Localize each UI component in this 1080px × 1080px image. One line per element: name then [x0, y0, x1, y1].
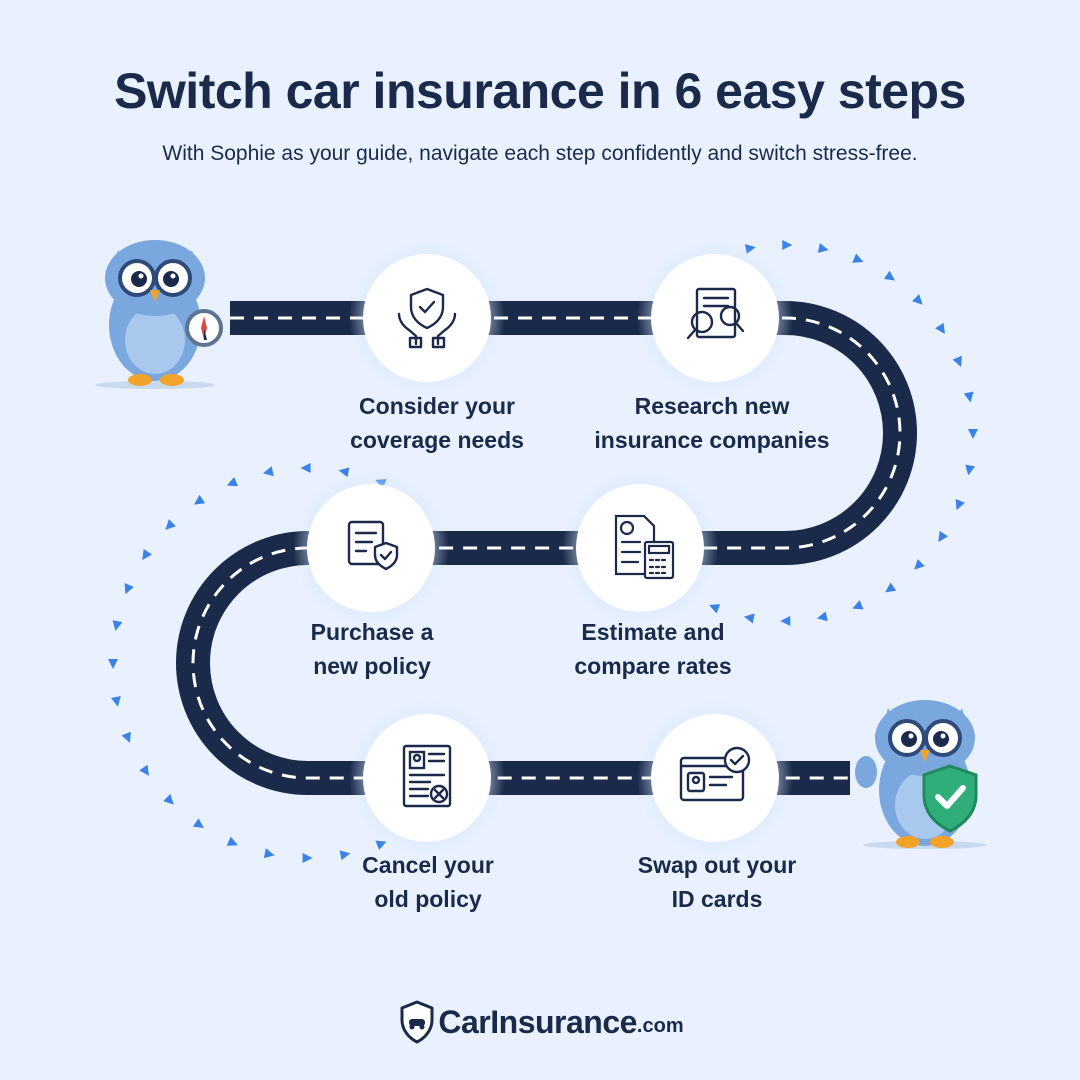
- direction-arrow: [914, 559, 925, 570]
- direction-arrow: [121, 731, 131, 743]
- step-label-1: Consider your coverage needs: [350, 393, 524, 453]
- direction-arrow: [112, 620, 123, 631]
- direction-arrow: [965, 464, 976, 476]
- direction-arrow: [817, 243, 829, 253]
- calculator-document-icon: [614, 514, 675, 580]
- direction-arrow: [163, 794, 174, 805]
- direction-arrow: [955, 498, 965, 511]
- step-label-3: Estimate and compare rates: [574, 619, 732, 679]
- direction-arrow: [968, 429, 978, 439]
- direction-arrow: [816, 611, 828, 622]
- direction-arrow: [935, 322, 945, 334]
- shield-car-icon: [400, 1000, 434, 1044]
- step-circle-1: [349, 240, 505, 396]
- step-label-2: Research new insurance companies: [594, 393, 830, 453]
- direction-arrow: [375, 840, 387, 850]
- direction-arrow: [142, 549, 152, 561]
- direction-arrow: [139, 764, 149, 776]
- brand-logo: CarInsurance .com: [0, 1000, 1080, 1044]
- direction-arrow: [194, 494, 206, 505]
- direction-arrow: [883, 270, 896, 281]
- direction-arrow: [782, 239, 793, 250]
- direction-arrows-right: [709, 239, 978, 626]
- step-circle-3: [562, 470, 718, 626]
- direction-arrow: [302, 852, 313, 863]
- direction-arrow: [300, 462, 311, 473]
- direction-arrow: [263, 848, 275, 859]
- logo-name: CarInsurance: [438, 1003, 637, 1040]
- step-label-5: Cancel your old policy: [362, 852, 494, 912]
- direction-arrow: [165, 519, 176, 530]
- direction-arrow: [108, 659, 118, 669]
- direction-arrow: [963, 391, 974, 403]
- document-shield-icon: [347, 520, 399, 571]
- direction-arrow: [124, 583, 134, 595]
- step-circle-6: [637, 700, 793, 856]
- logo-tld: .com: [636, 1014, 684, 1037]
- owl-shield-icon: [855, 700, 987, 849]
- id-card-check-icon: [679, 746, 751, 802]
- step-label-4: Purchase a new policy: [310, 619, 434, 679]
- document-cancel-icon: [402, 744, 452, 808]
- direction-arrow: [885, 582, 897, 593]
- step-circle-5: [349, 700, 505, 856]
- direction-arrow: [226, 836, 238, 846]
- step-label-6: Swap out your ID cards: [637, 852, 797, 912]
- direction-arrow: [852, 253, 864, 263]
- page-subtitle: With Sophie as your guide, navigate each…: [162, 142, 918, 165]
- page-title: Switch car insurance in 6 easy steps: [114, 63, 966, 119]
- step-circle-4: [293, 470, 449, 626]
- direction-arrow: [226, 477, 239, 487]
- shield-hands-icon: [397, 287, 457, 349]
- direction-arrow: [339, 850, 351, 861]
- direction-arrow: [709, 604, 721, 614]
- direction-arrow: [111, 696, 121, 707]
- document-search-icon: [686, 287, 745, 340]
- direction-arrow: [912, 294, 923, 305]
- direction-arrow: [743, 613, 755, 624]
- road: [176, 301, 917, 795]
- direction-arrow: [852, 600, 864, 610]
- owl-compass-icon: [95, 240, 223, 389]
- direction-arrow: [192, 818, 204, 829]
- step-circle-2: [637, 240, 793, 396]
- direction-arrow: [952, 355, 962, 367]
- direction-arrow: [780, 615, 791, 626]
- direction-arrow: [938, 530, 948, 542]
- direction-arrow: [262, 466, 274, 477]
